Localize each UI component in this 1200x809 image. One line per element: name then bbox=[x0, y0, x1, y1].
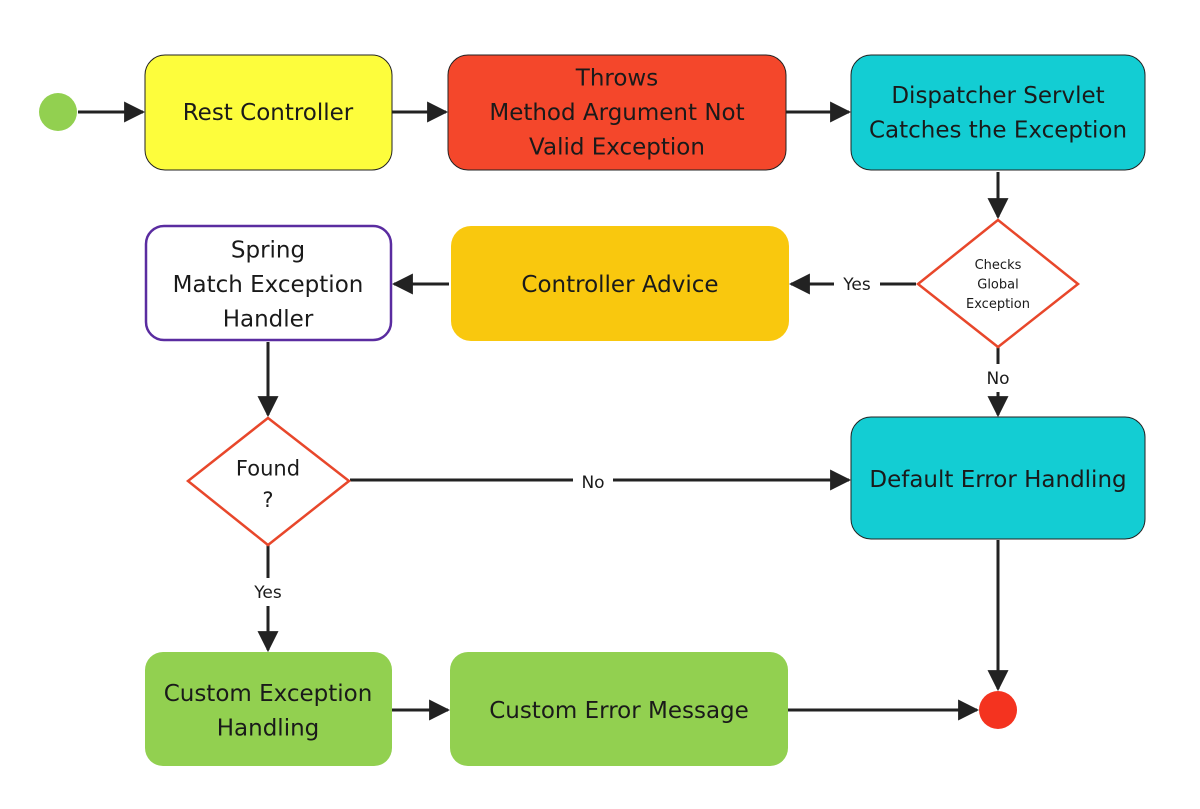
node-text-line: Handling bbox=[217, 715, 320, 741]
node-text-line: Default Error Handling bbox=[869, 467, 1126, 493]
node-text-line: ? bbox=[262, 488, 273, 512]
node-text-line: Global bbox=[977, 278, 1018, 293]
node-text-line: Method Argument Not bbox=[489, 100, 744, 126]
edge-labels: Yes No No Yes bbox=[248, 270, 1016, 606]
edges bbox=[78, 101, 1009, 721]
edge-label-checks-yes: Yes bbox=[842, 275, 871, 295]
node-text-line: Checks bbox=[975, 258, 1022, 273]
svg-text:Custom Error Message: Custom Error Message bbox=[489, 698, 749, 724]
node-controller-advice: Controller Advice bbox=[451, 226, 789, 341]
node-text-line: Custom Exception bbox=[164, 681, 373, 707]
edge-label-found-no: No bbox=[581, 473, 604, 493]
node-text-line: Controller Advice bbox=[521, 272, 718, 298]
svg-text:Found?: Found? bbox=[236, 457, 300, 512]
edge-label-checks-no: No bbox=[986, 369, 1009, 389]
node-text-line: Spring bbox=[231, 238, 305, 264]
node-text-line: Valid Exception bbox=[529, 135, 705, 161]
start-node bbox=[39, 93, 77, 131]
node-found-decision: Found? bbox=[185, 416, 352, 547]
node-text-line: Dispatcher Servlet bbox=[891, 83, 1104, 109]
node-text-line: Throws bbox=[575, 66, 658, 92]
end-node bbox=[979, 691, 1017, 729]
node-text-line: Rest Controller bbox=[183, 100, 354, 126]
node-default-error-handling: Default Error Handling bbox=[850, 416, 1146, 540]
node-text-line: Handler bbox=[223, 307, 314, 333]
edge-label-found-yes: Yes bbox=[253, 583, 282, 603]
svg-text:Rest Controller: Rest Controller bbox=[183, 100, 354, 126]
svg-text:Controller Advice: Controller Advice bbox=[521, 272, 718, 298]
node-rest-controller: Rest Controller bbox=[144, 54, 393, 171]
node-text-line: Match Exception bbox=[173, 272, 364, 298]
node-custom-error-message: Custom Error Message bbox=[450, 652, 788, 766]
svg-text:Default Error Handling: Default Error Handling bbox=[869, 467, 1126, 493]
node-text-line: Exception bbox=[966, 297, 1030, 312]
node-text-line: Catches the Exception bbox=[869, 117, 1127, 143]
node-text-line: Found bbox=[236, 457, 300, 481]
node-text-line: Custom Error Message bbox=[489, 698, 749, 724]
